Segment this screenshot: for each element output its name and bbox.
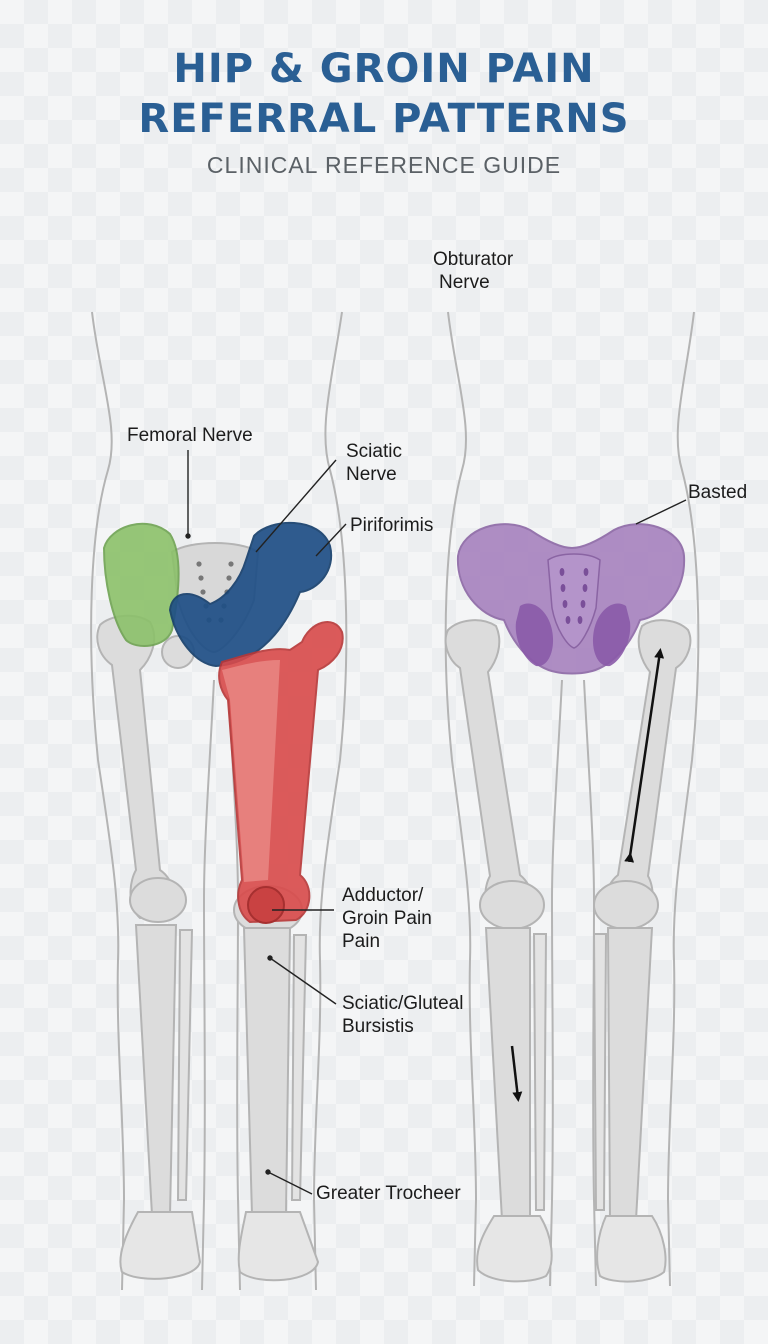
sciatic-gluteal-bursitis-label: Sciatic/Gluteal Bursistis bbox=[342, 992, 463, 1038]
title-line-1: HIP & GROIN PAIN bbox=[173, 46, 595, 92]
page-subtitle: CLINICAL REFERENCE GUIDE bbox=[206, 152, 562, 178]
right-foot-right bbox=[476, 1215, 553, 1283]
bursitis-label-line-1: Sciatic/Gluteal bbox=[342, 993, 464, 1014]
trochanter-leader-dot bbox=[265, 1169, 271, 1175]
obturator-inner-right bbox=[592, 603, 631, 667]
obturator-label-line-2: Nerve bbox=[439, 272, 490, 293]
adductor-label-line-2: Groin Pain bbox=[342, 908, 432, 929]
sciatic-leader bbox=[255, 459, 337, 553]
right-foot-left bbox=[596, 1215, 667, 1283]
obturator-inner-left bbox=[515, 603, 554, 667]
sciatic-label-line-1: Sciatic bbox=[346, 441, 402, 462]
label-leader-lines bbox=[185, 450, 687, 1195]
femoral-leader-dot bbox=[185, 533, 191, 539]
right-fibula-left bbox=[592, 933, 608, 1211]
right-sacrum bbox=[547, 553, 601, 649]
femoral-nerve-zone bbox=[102, 522, 180, 647]
adductor-groin-pain-label: Adductor/ Groin Pain Pain bbox=[342, 884, 432, 953]
basted-leader bbox=[635, 499, 687, 525]
left-knee-right bbox=[129, 877, 187, 923]
right-tibia-left bbox=[606, 927, 654, 1221]
page-title: HIP & GROIN PAIN REFERRAL PATTERNS bbox=[0, 44, 768, 144]
bursitis-leader-dot bbox=[267, 955, 273, 961]
right-femur-right-side bbox=[444, 619, 535, 924]
arrow-down-icon bbox=[510, 1045, 523, 1102]
adductor-label-line-1: Adductor/ bbox=[342, 885, 424, 906]
left-knee-red-marker bbox=[247, 886, 285, 924]
left-body-outline bbox=[90, 311, 348, 1291]
obturator-nerve-label: Obturator Nerve bbox=[433, 248, 513, 294]
adductor-label-line-3: Pain bbox=[342, 931, 381, 952]
right-fibula-right bbox=[532, 933, 548, 1211]
right-tibia-right bbox=[484, 927, 531, 1221]
left-foot-right bbox=[119, 1211, 202, 1280]
obturator-label-line-1: Obturator bbox=[433, 249, 514, 270]
sciatic-label-line-2: Nerve bbox=[346, 464, 397, 485]
piriformis-label: Piriforimis bbox=[350, 515, 434, 536]
arrow-up-icon bbox=[624, 648, 665, 863]
greater-trochanter-label: Greater Trocheer bbox=[316, 1183, 461, 1204]
sciatic-nerve-label: Sciatic Nerve bbox=[346, 440, 402, 486]
right-leg-figure bbox=[444, 311, 700, 1287]
left-foot-left bbox=[237, 1211, 320, 1282]
bursitis-label-line-2: Bursistis bbox=[342, 1016, 414, 1037]
left-leg-figure bbox=[90, 311, 348, 1291]
trochanter-leader bbox=[267, 1171, 313, 1195]
bursitis-leader bbox=[269, 957, 337, 1005]
left-femur-right-side bbox=[96, 614, 177, 920]
piriformis-leader bbox=[315, 523, 347, 557]
title-line-2: REFERRAL PATTERNS bbox=[138, 96, 630, 142]
right-knee-right bbox=[479, 880, 545, 930]
femoral-nerve-label: Femoral Nerve bbox=[127, 425, 253, 446]
left-tibia-right bbox=[134, 924, 178, 1216]
right-knee-left bbox=[593, 880, 659, 930]
left-fibula-right bbox=[176, 929, 194, 1201]
basted-label: Basted bbox=[688, 482, 748, 503]
right-body-outline bbox=[444, 311, 700, 1287]
left-fibula-left bbox=[290, 934, 308, 1201]
adductor-zone-highlight bbox=[222, 660, 280, 882]
right-sacral-foramina bbox=[559, 568, 589, 624]
